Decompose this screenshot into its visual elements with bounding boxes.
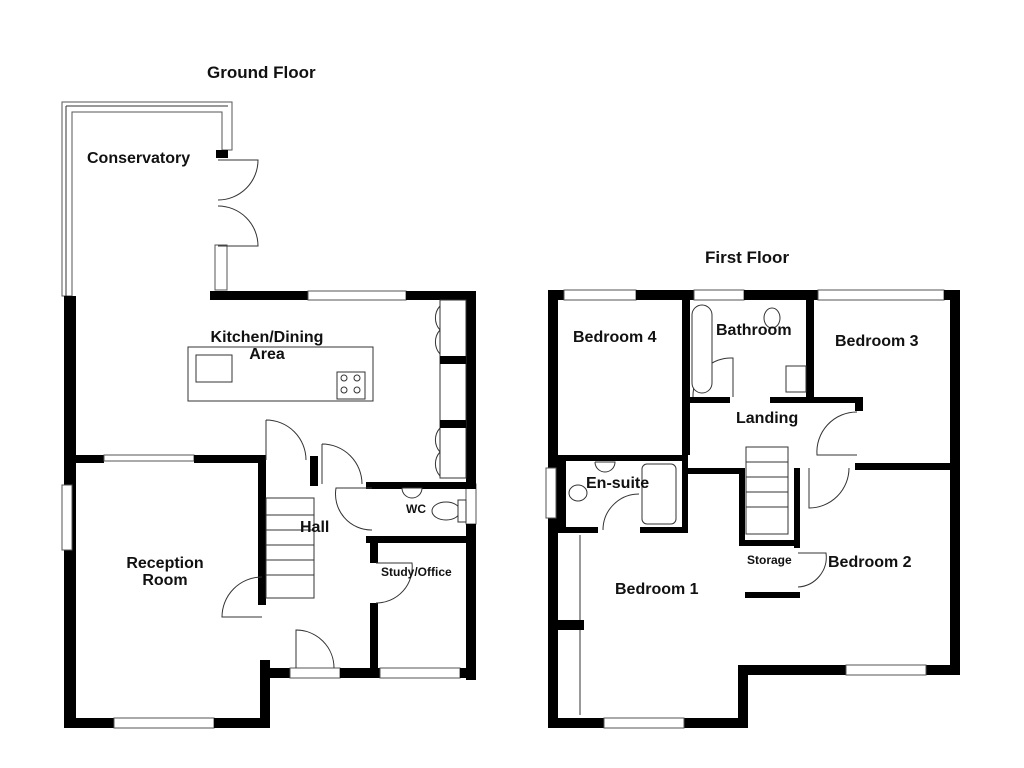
ground-floor-plan [61,101,477,729]
french-door-icon [217,159,259,201]
room-label-reception-room: Reception Room [126,555,204,589]
first-floor-title: First Floor [705,248,790,267]
room-label-bathroom: Bathroom [716,322,792,339]
toilet-icon [763,307,781,329]
first-floor-plan [545,289,960,729]
hob-icon [336,371,366,400]
room-label-bedroom-1: Bedroom 1 [615,581,699,598]
room-label-landing: Landing [736,410,799,427]
room-label-conservatory: Conservatory [87,150,191,167]
room-label-bedroom-3: Bedroom 3 [835,333,919,350]
basin-icon [401,487,423,499]
room-label-study-office: Study/Office [381,565,452,579]
conservatory-glazing [61,101,233,297]
toilet-icon [431,501,461,521]
room-label-wc: WC [406,502,426,516]
room-label-bedroom-4: Bedroom 4 [573,329,657,346]
room-label-bedroom-2: Bedroom 2 [828,554,912,571]
staircase-icon [265,497,315,599]
room-label-en-suite: En-suite [586,475,650,492]
staircase-icon [745,446,789,535]
ground-floor-title: Ground Floor [207,63,316,82]
shower-icon [641,463,677,525]
toilet-icon [568,484,588,502]
basin-icon [785,365,807,393]
basin-icon [594,461,616,473]
room-label-kitchen-dining: Kitchen/Dining Area [210,329,324,363]
window-icon [307,290,407,301]
room-label-hall: Hall [300,519,330,536]
sink-icon [195,354,233,383]
bath-icon [691,304,713,394]
front-door-icon [295,629,335,669]
room-label-storage: Storage [747,553,792,567]
